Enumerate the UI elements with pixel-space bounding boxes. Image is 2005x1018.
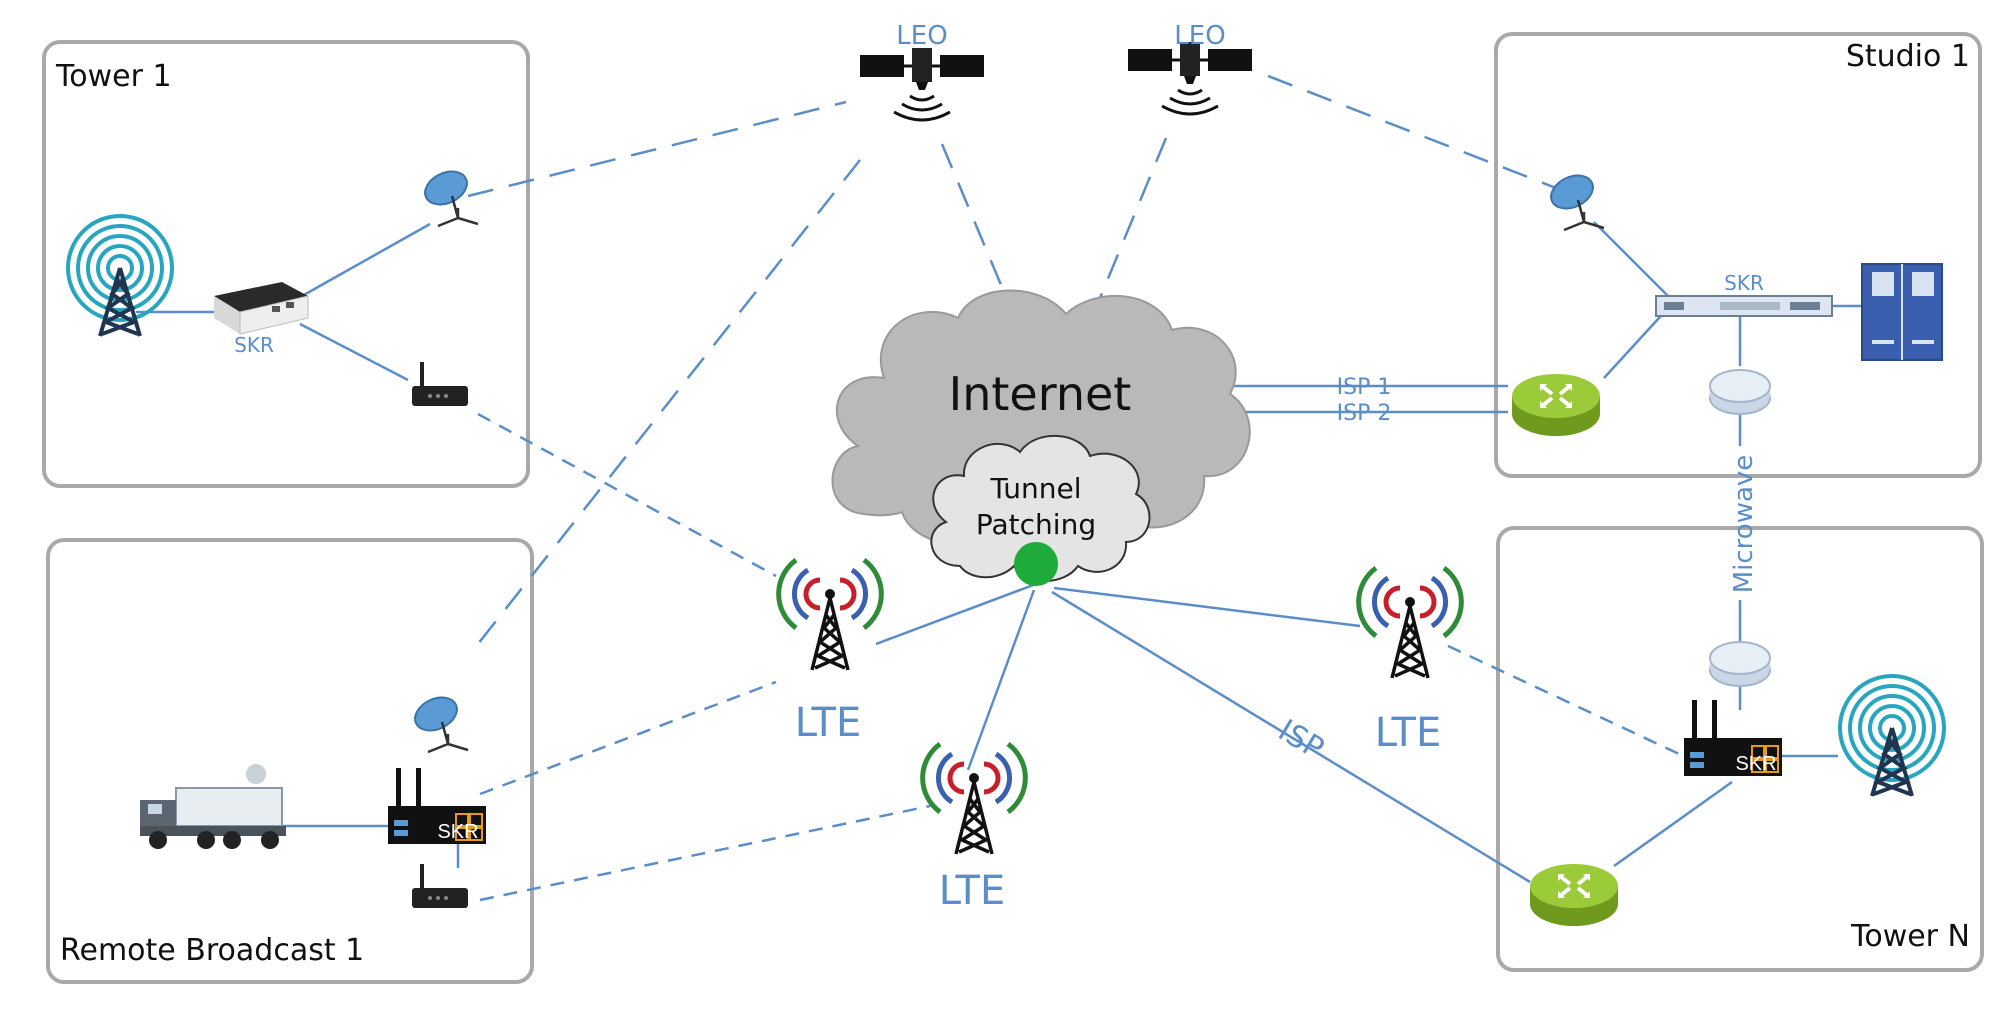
tunnel-label-line2: Patching [976,508,1096,541]
remote-broadcast-box [46,538,534,984]
link-remote-lte-bottom [479,804,931,902]
link-leo-tower1 [467,100,847,198]
link-remote-lte-left [479,680,777,796]
microwave-dish-bottom-icon [1709,641,1771,687]
skr-box-icon [214,282,309,335]
link-leo-internet-right [1098,137,1168,299]
truck-icon [140,764,286,849]
broadcast-tower-N-icon [1838,674,1946,798]
lte-label-left: LTE [795,700,861,746]
link-skr-dish [301,222,431,298]
link-skr-router [299,322,409,382]
skr-rack-icon [1655,295,1833,317]
broadcast-tower-icon [66,214,174,338]
lte-tower-right-icon [1359,568,1462,678]
studio1-title: Studio 1 [1846,39,1970,74]
link-router-skr [1603,305,1671,379]
lte-tower-left-icon [779,560,882,670]
lte-tower-bottom-icon [923,744,1026,854]
remote-broadcast-title: Remote Broadcast 1 [60,933,364,968]
leo-satellite-right-icon [1126,40,1254,116]
small-router-tower1-icon [412,362,468,406]
tunnel-dot [1014,542,1058,586]
link-lte-towerN [1447,644,1693,762]
isp2-label: ISP 2 [1337,401,1392,426]
skr-label-tower1: SKR [234,333,274,357]
link-dish-skr [1593,221,1671,299]
leo-satellite-left-icon [858,46,986,122]
microwave-label: Microwave [1729,455,1759,594]
link-tower1-lte [477,412,777,578]
leo-label-left: LEO [896,21,947,51]
link-leo-studio [1267,74,1557,190]
tower1-box [42,40,530,488]
towerN-title: Tower N [1850,919,1970,954]
isp1-label: ISP 1 [1337,375,1392,400]
link-tunnel-isp [1051,590,1531,884]
internet-label: Internet [949,367,1132,421]
microwave-dish-top-icon [1709,369,1771,415]
skr-label-towerN: SKR [1735,753,1776,775]
sat-dish-studio-icon [1544,167,1606,232]
tunnel-label-line1: Tunnel [989,472,1081,505]
sat-dish-remote-icon [408,689,470,754]
tunnel-patching-cloud [930,434,1151,582]
lte-label-bottom: LTE [939,868,1005,914]
towerN-box [1496,526,1984,972]
green-router-towerN-icon [1528,862,1620,928]
tower1-title: Tower 1 [55,59,172,94]
link-tunnel-lte-right [1053,586,1361,628]
link-tunnel-lte-bottom [966,589,1036,771]
leo-label-right: LEO [1174,21,1225,51]
studio1-box [1494,32,1982,478]
skr-label-remote: SKR [437,821,478,843]
green-router-studio-icon [1510,372,1602,438]
server-icon [1861,263,1943,361]
lte-label-right: LTE [1375,710,1441,756]
link-tunnel-lte-left [875,582,1037,646]
link-leo-remote [469,159,861,655]
link-skrN-router [1613,780,1733,868]
skr-label-studio: SKR [1724,271,1764,295]
isp-label: ISP [1272,713,1329,767]
link-leo-internet-left [940,143,1006,293]
small-router-remote-icon [412,864,468,908]
